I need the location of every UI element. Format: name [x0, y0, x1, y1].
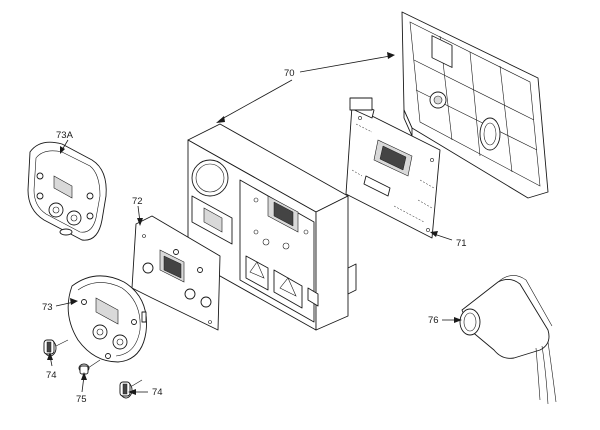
main-housing [187, 123, 357, 331]
callout-73: 73 [42, 302, 53, 313]
callout-73A: 73A [56, 130, 74, 141]
part-75-small-button [78, 359, 101, 375]
callout-71: 71 [456, 238, 467, 249]
part-76-sensor-assembly [459, 275, 557, 405]
part-73A-bezel [27, 141, 107, 241]
leader-lines [47, 52, 462, 395]
part-74-knob-left [43, 339, 69, 357]
callout-75: 75 [76, 394, 87, 405]
part-72-panel-plate [131, 215, 221, 331]
callout-74-right: 74 [152, 387, 163, 398]
part-74-knob-right [119, 379, 143, 399]
callout-70: 70 [284, 68, 295, 79]
part-71-circuit-board [345, 97, 441, 239]
callout-74-left: 74 [46, 370, 57, 381]
callout-72: 72 [132, 196, 143, 207]
callout-76: 76 [428, 315, 439, 326]
part-73-round-faceplate [67, 275, 147, 363]
